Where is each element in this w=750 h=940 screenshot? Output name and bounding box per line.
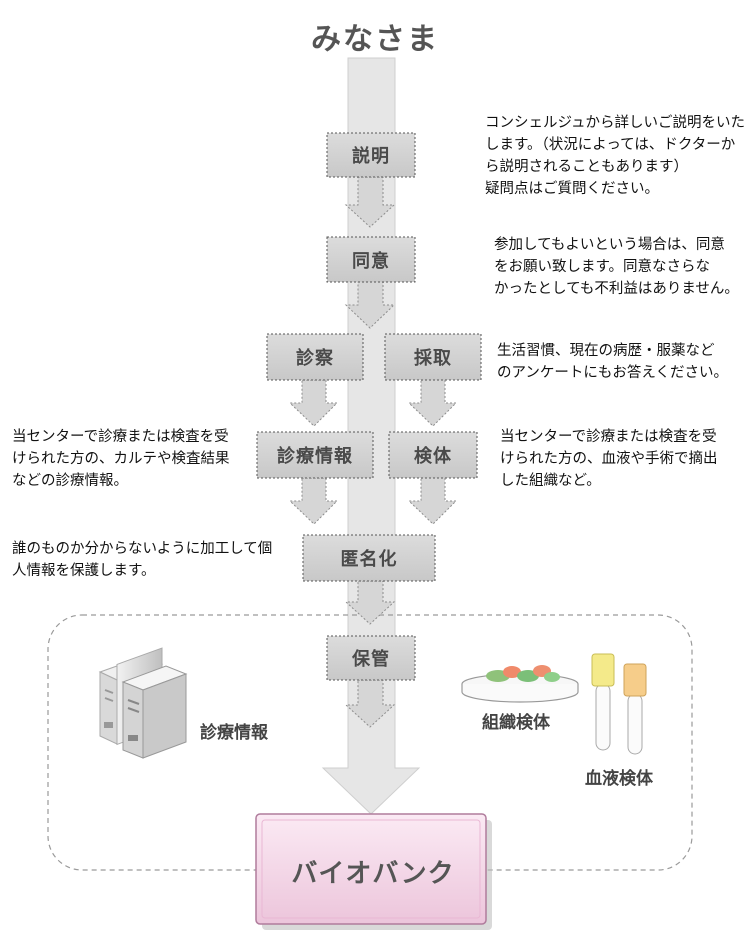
server-icon	[98, 647, 188, 759]
step-anonymize: 匿名化	[340, 549, 398, 570]
step-box-exam	[266, 333, 364, 381]
step-storage: 保管	[352, 649, 390, 670]
step-box-specimen	[388, 431, 478, 479]
page-title: みなさま	[311, 22, 439, 57]
blood-label: 血液検体	[585, 769, 653, 789]
note-medical-info: 当センターで診療または検査を受 けられた方の、カルテや検査結果 などの診療情報。	[12, 429, 230, 489]
step-consent: 同意	[352, 250, 390, 272]
arrow-storage-biobank	[344, 679, 396, 728]
arrow-specimen-anonymize	[407, 477, 458, 525]
arrow-exam-medinfo	[288, 379, 339, 427]
step-box-storage	[326, 635, 416, 681]
arrow-anonymize-storage	[344, 580, 396, 625]
server-label: 診療情報	[200, 723, 268, 743]
step-box-explain	[326, 132, 416, 178]
step-specimen: 検体	[414, 446, 452, 467]
note-anonymize: 誰のものか分からないように加工して個 人情報を保護します。	[12, 541, 273, 579]
step-collect: 採取	[414, 348, 452, 369]
step-box-medical-info	[256, 431, 374, 479]
step-exam: 診察	[296, 348, 334, 369]
step-explain: 説明	[352, 146, 390, 167]
biobank-label: バイオバンク	[291, 858, 455, 889]
note-explain: コンシェルジュから詳しいご説明をいた します。（状況によっては、ドクターか ら説…	[485, 115, 745, 197]
step-box-anonymize	[302, 534, 436, 582]
arrow-explain-consent	[344, 176, 396, 228]
note-questionnaire: 生活習慣、現在の病歴・服薬など のアンケートにもお答えください。	[497, 343, 728, 381]
arrow-collect-specimen	[407, 379, 458, 427]
step-box-collect	[384, 333, 482, 381]
arrow-medinfo-anonymize	[288, 477, 339, 525]
note-specimen: 当センターで診療または検査を受 けられた方の、血液や手術で摘出 した組織など。	[500, 429, 718, 489]
arrow-consent-exam	[344, 281, 396, 329]
note-consent: 参加してもよいという場合は、同意 をお願い致します。同意なさらな かったとしても…	[494, 237, 739, 297]
step-box-consent	[326, 236, 416, 283]
tissue-label: 組織検体	[482, 713, 550, 733]
biobank-box	[255, 813, 492, 930]
tissue-dish-icon	[461, 665, 579, 703]
step-medical-info: 診療情報	[277, 446, 353, 467]
blood-tubes-icon	[591, 653, 647, 755]
